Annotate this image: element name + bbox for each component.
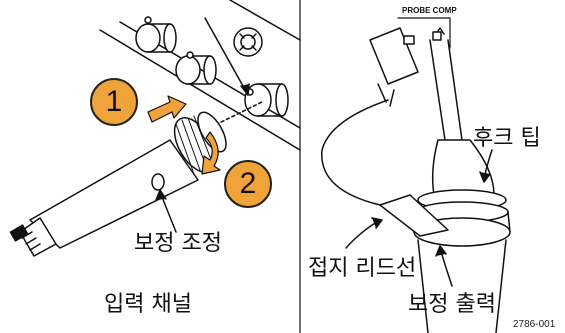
ground-clip <box>369 27 419 107</box>
figure-number: 2786-001 <box>513 319 556 330</box>
alignment-line <box>204 101 263 131</box>
bnc-connector-target <box>244 83 289 117</box>
compensation-output-label: 보정 출력 <box>408 292 496 317</box>
probe-comp-label: PROBE COMP <box>402 6 457 15</box>
probe-hook-tip <box>429 27 463 141</box>
ground-clamp <box>379 194 449 237</box>
bnc-connector-front <box>233 27 263 57</box>
bnc-connector <box>175 51 217 85</box>
step-1-badge: 1 <box>90 78 138 126</box>
ground-lead-label: 접지 리드선 <box>308 256 417 281</box>
twist-arrow <box>201 131 221 175</box>
hook-tip-label: 후크 팁 <box>473 126 541 151</box>
ground-lead-wire <box>321 99 421 211</box>
input-channel-label: 입력 채널 <box>104 292 192 317</box>
probe-comp-bracket <box>397 17 451 49</box>
compensation-adjust-label: 보정 조정 <box>134 231 222 256</box>
step-2-badge: 2 <box>224 160 272 208</box>
pointer-arrow <box>204 17 249 96</box>
bnc-connector <box>135 16 177 53</box>
push-arrow <box>147 95 187 123</box>
